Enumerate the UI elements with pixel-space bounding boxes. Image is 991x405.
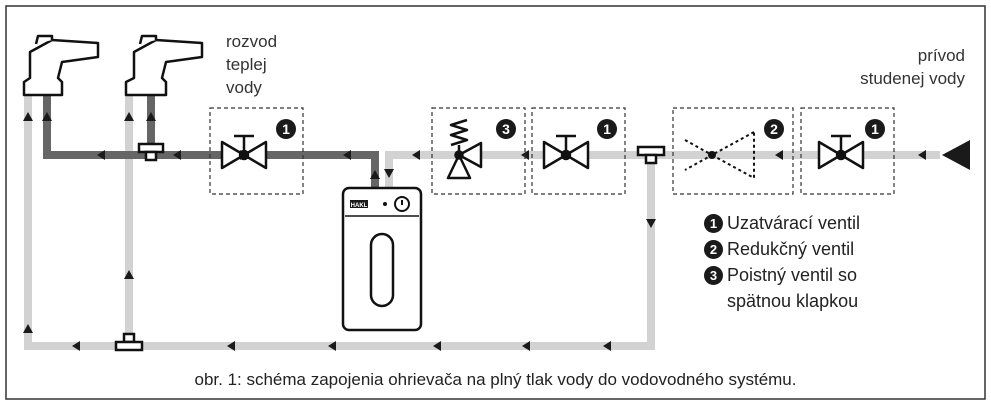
legend-text: Poistný ventil so	[727, 264, 858, 285]
shutoff-valve-icon	[542, 134, 590, 170]
legend-text: Uzatvárací ventil	[727, 212, 861, 233]
svg-text:1: 1	[603, 121, 611, 137]
hot-label-line: teplej	[226, 55, 267, 74]
legend-text-continuation: spätnou klapkou	[727, 291, 859, 311]
legend-number: 2	[704, 239, 723, 259]
legend-item-reducing: 2 Redukčný ventil	[704, 236, 934, 262]
hot-water-distribution-label: rozvod teplej vody	[226, 30, 306, 99]
valve-boxes	[209, 107, 895, 195]
heater-brand-text: HAKL	[351, 203, 368, 209]
water-heater: HAKL	[341, 186, 423, 332]
legend-item-shutoff: 1 Uzatvárací ventil	[704, 210, 934, 236]
tee-fitting-hot	[137, 142, 165, 162]
legend-item-safety: 3 Poistný ventil so	[704, 262, 934, 288]
cold-water-inlet-label: prívod studenej vody	[765, 44, 965, 90]
tee-fitting-cold-right	[636, 145, 666, 165]
hot-label-line: rozvod	[226, 32, 278, 51]
cold-label-line: studenej vody	[860, 69, 965, 88]
faucet-right-icon	[124, 34, 204, 97]
heater-window	[369, 232, 395, 308]
shutoff-valve-icon	[220, 134, 268, 170]
legend-number: 1	[704, 213, 723, 233]
legend: 1 Uzatvárací ventil 2 Redukčný ventil 3 …	[704, 210, 934, 314]
hot-water-pipes	[43, 96, 379, 190]
safety-valve-icon	[446, 118, 483, 180]
badge-safety-3: 3	[496, 119, 516, 139]
badge-shutoff-1: 1	[865, 119, 885, 139]
heater-brand-plate	[350, 200, 368, 208]
diagram-frame	[5, 5, 986, 400]
badge-shutoff-1: 1	[597, 119, 617, 139]
shutoff-valve-icon	[817, 134, 865, 170]
legend-text: Redukčný ventil	[727, 238, 855, 259]
figure-caption: obr. 1: schéma zapojenia ohrievača na pl…	[194, 370, 797, 389]
svg-text:3: 3	[502, 121, 510, 137]
hot-label-line: vody	[226, 78, 262, 97]
tee-fitting-cold-bottom	[114, 332, 144, 352]
faucet-left-icon	[22, 34, 100, 97]
svg-text:1: 1	[282, 121, 290, 137]
reducing-valve-center	[708, 151, 716, 159]
heater-indicator	[383, 202, 387, 206]
badge-reducing-2: 2	[764, 119, 784, 139]
cold-label-line: prívod	[917, 46, 965, 65]
svg-text:1: 1	[871, 121, 879, 137]
badge-shutoff-1: 1	[276, 119, 296, 139]
svg-text:2: 2	[770, 121, 778, 137]
legend-number: 3	[704, 265, 723, 285]
